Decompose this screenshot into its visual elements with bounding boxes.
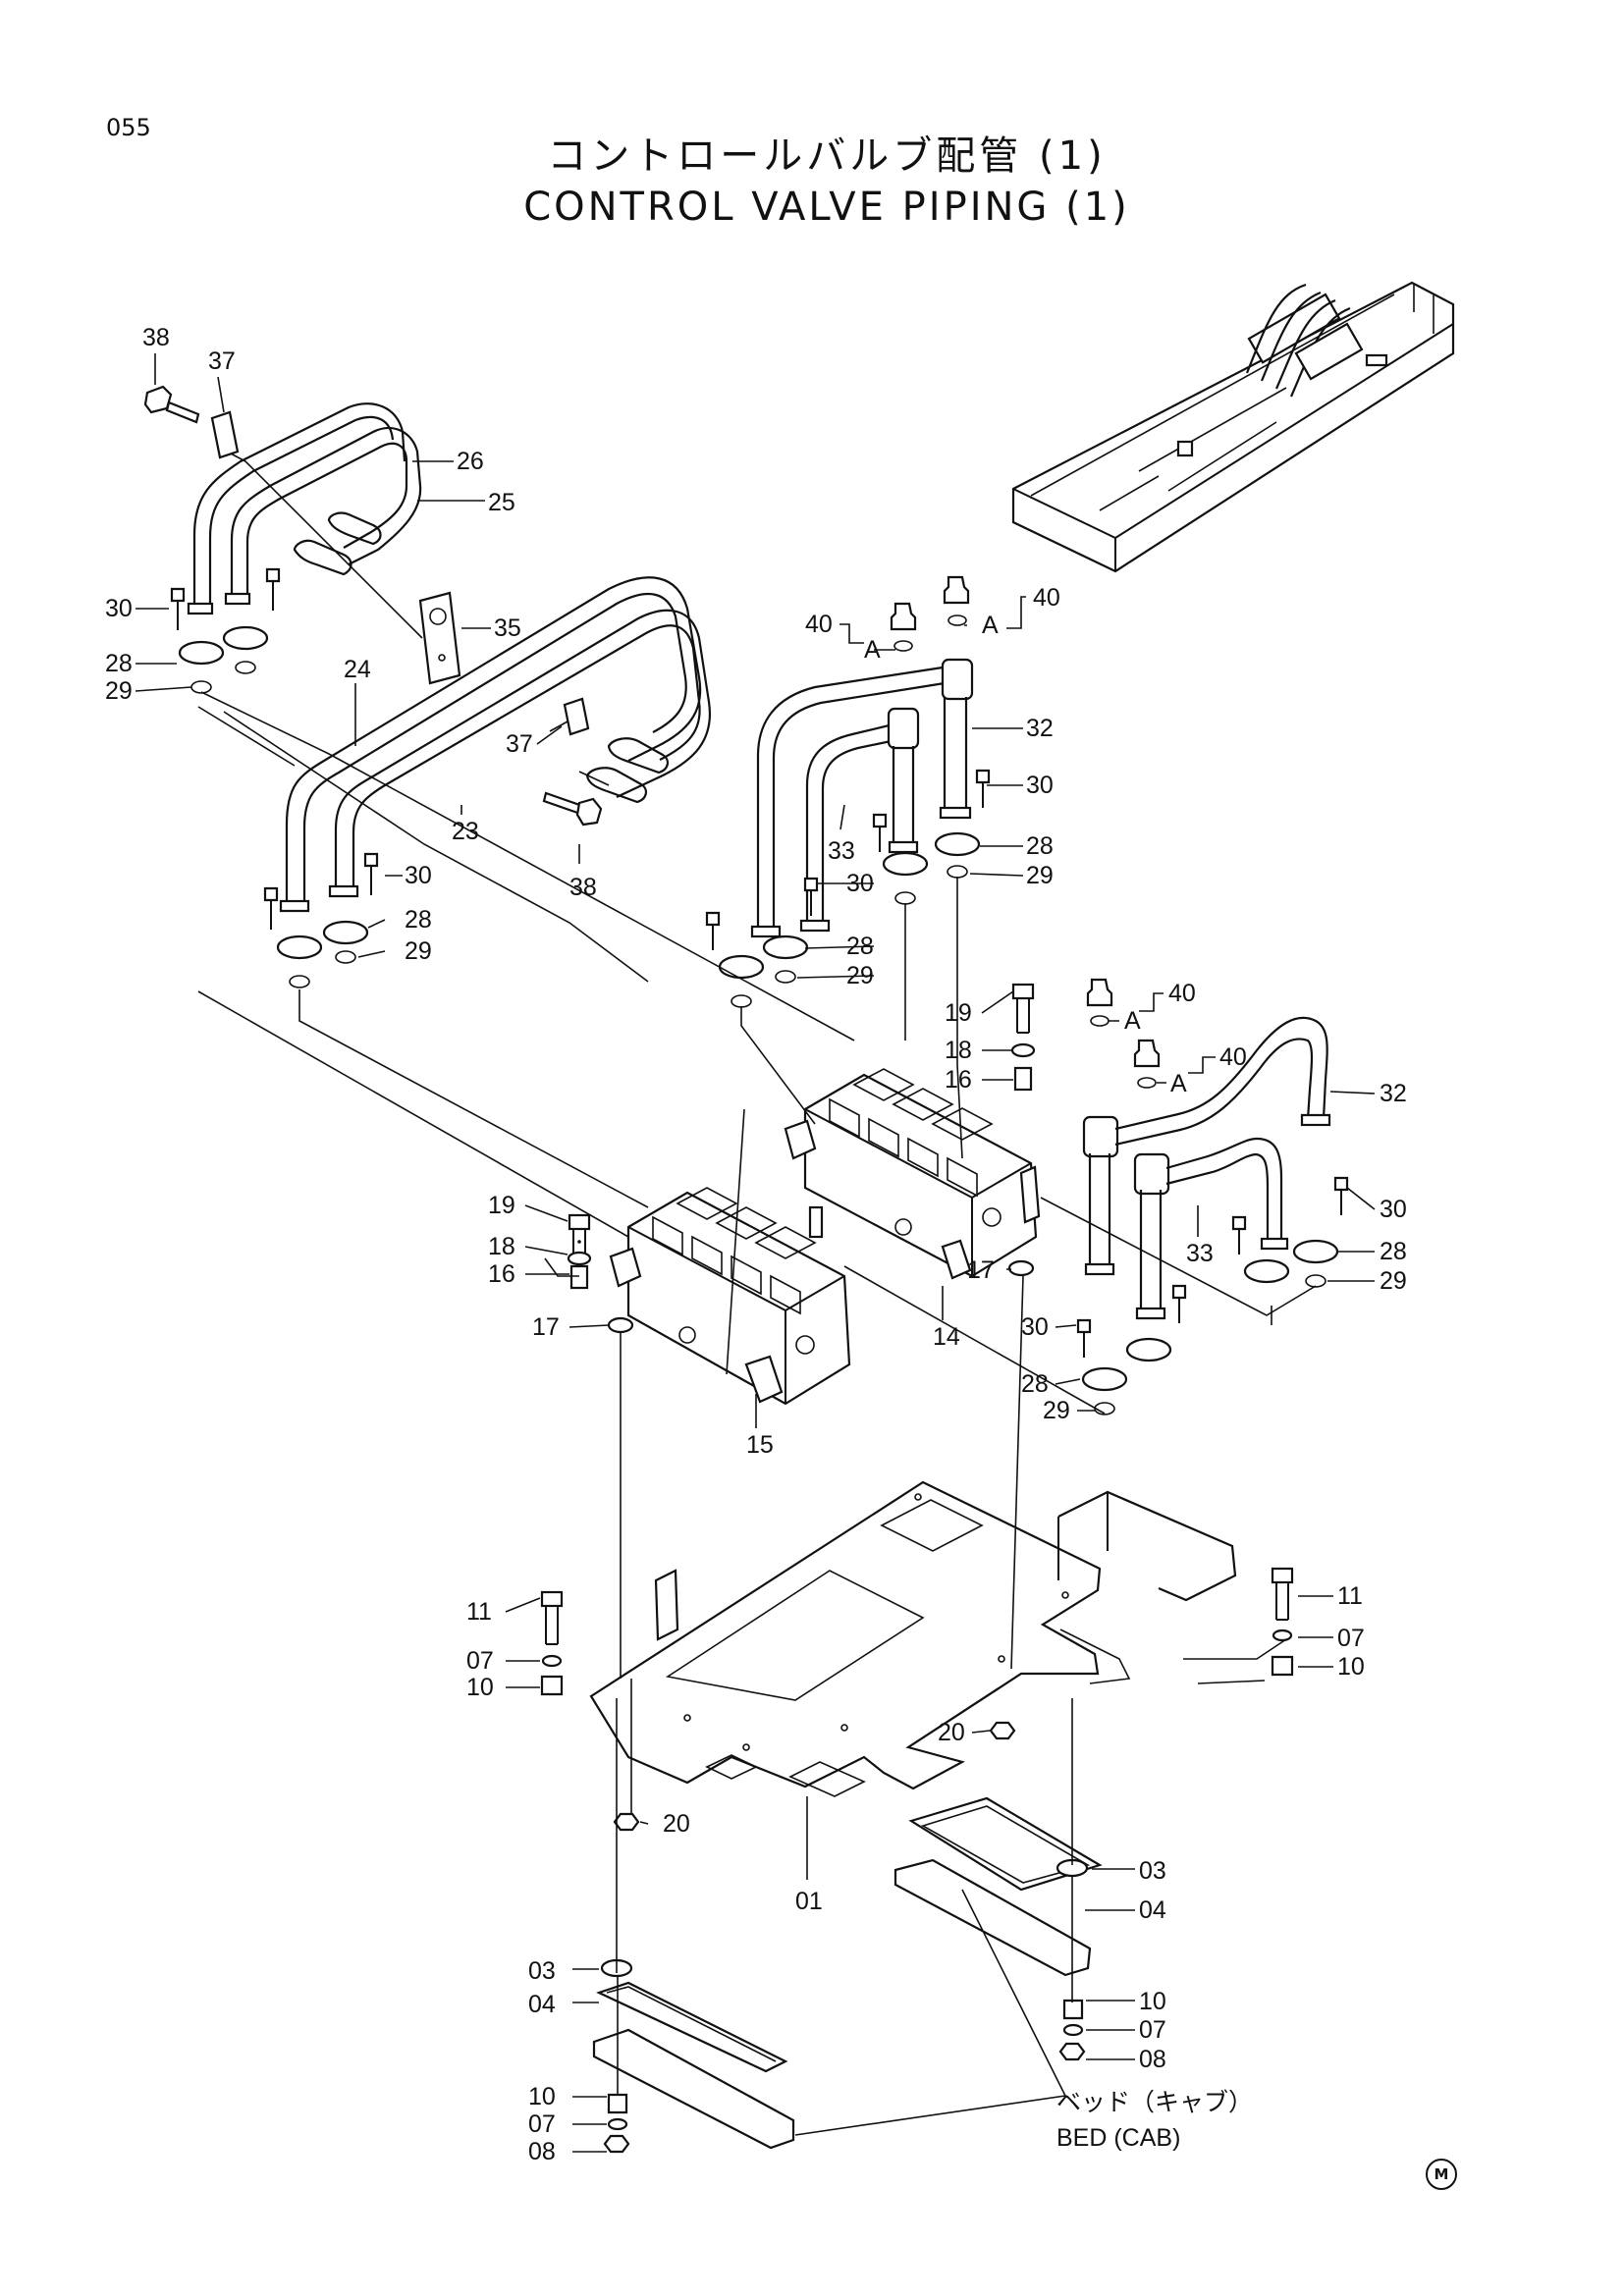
callout-40: 40: [1168, 980, 1196, 1007]
callout-26: 26: [457, 448, 484, 475]
flange-group-lower-right: [1076, 1284, 1187, 1415]
bed-label-english: BED (CAB): [1056, 2124, 1180, 2152]
callout-40: 40: [1219, 1043, 1247, 1071]
callout-30: 30: [405, 862, 432, 889]
callout-10: 10: [1337, 1653, 1365, 1681]
callout-A: A: [982, 612, 999, 639]
callout-30: 30: [1380, 1196, 1407, 1223]
clip-37-upper: [210, 410, 240, 459]
callout-28: 28: [1021, 1370, 1049, 1398]
fittings-40-upper: [890, 575, 970, 652]
control-valve-14: [784, 1068, 1041, 1280]
callout-07: 07: [1337, 1625, 1365, 1652]
assembly-lines: [197, 453, 1317, 2136]
bolt-38-lower: [542, 791, 603, 827]
callout-33: 33: [828, 837, 855, 865]
callout-32: 32: [1380, 1080, 1407, 1107]
callout-33: 33: [1186, 1240, 1214, 1267]
callout-labels: 38 37 26 25 30 28 29 35 24 37 23 38 30 2…: [105, 324, 1407, 2165]
callout-38: 38: [569, 874, 597, 901]
callout-24: 24: [344, 656, 371, 683]
callout-14: 14: [933, 1323, 960, 1351]
callout-40: 40: [1033, 584, 1060, 612]
flange-group-mid-left: [263, 852, 379, 988]
title-english: CONTROL VALVE PIPING (1): [523, 185, 1130, 230]
plate-35: [418, 591, 461, 685]
flange-group-upper-left: [170, 567, 281, 694]
callout-37: 37: [506, 730, 533, 758]
corner-mark: M: [1426, 2159, 1457, 2190]
callout-03: 03: [1139, 1857, 1166, 1885]
callout-11: 11: [1337, 1582, 1363, 1610]
callout-30: 30: [1026, 772, 1054, 799]
callout-35: 35: [494, 614, 521, 642]
callout-20: 20: [938, 1719, 965, 1746]
callout-10: 10: [528, 2083, 556, 2110]
callout-15: 15: [746, 1431, 774, 1459]
callout-38: 38: [142, 324, 170, 351]
pipe-group-upper-left: [187, 402, 422, 615]
callout-28: 28: [405, 906, 432, 934]
callout-28: 28: [1380, 1238, 1407, 1265]
callout-28: 28: [1026, 832, 1054, 860]
callout-37: 37: [208, 347, 236, 375]
callout-29: 29: [1043, 1397, 1070, 1424]
callout-04: 04: [528, 1991, 556, 2018]
callout-07: 07: [1139, 2016, 1166, 2044]
flange-group-upper-right: [872, 769, 991, 905]
bed-mount-right: [893, 1796, 1103, 1977]
callout-08: 08: [528, 2138, 556, 2165]
pipe-group-upper-right: [750, 658, 974, 938]
callout-28: 28: [105, 650, 133, 677]
pipe-group-main: [279, 576, 712, 913]
callout-29: 29: [105, 677, 133, 705]
callout-19: 19: [488, 1192, 515, 1219]
callout-32: 32: [1026, 715, 1054, 742]
callout-A: A: [1124, 1007, 1141, 1035]
callout-20: 20: [663, 1810, 690, 1838]
callout-25: 25: [488, 489, 515, 516]
callout-30: 30: [105, 595, 133, 622]
callout-18: 18: [945, 1037, 972, 1064]
frame-inset: [1011, 281, 1455, 573]
callout-A: A: [864, 636, 881, 664]
title-japanese: コントロールバルブ配管 (1): [547, 133, 1107, 179]
bed-label-japanese: ベッド（キャブ）: [1056, 2089, 1253, 2116]
base-plate-01: [589, 1480, 1237, 1797]
callout-29: 29: [1026, 862, 1054, 889]
callout-29: 29: [1380, 1267, 1407, 1295]
callout-40: 40: [805, 611, 833, 638]
callout-17: 17: [967, 1256, 995, 1284]
callout-01: 01: [795, 1888, 823, 1915]
callout-30: 30: [1021, 1313, 1049, 1341]
callout-03: 03: [528, 1957, 556, 1985]
callout-07: 07: [466, 1647, 494, 1675]
callout-04: 04: [1139, 1896, 1166, 1924]
bed-mount-left: [592, 1981, 795, 2150]
callout-07: 07: [528, 2110, 556, 2138]
bolt-38-upper: [143, 385, 200, 424]
callout-A: A: [1170, 1070, 1187, 1097]
callout-23: 23: [452, 818, 479, 845]
callout-08: 08: [1139, 2046, 1166, 2073]
callout-16: 16: [945, 1066, 972, 1094]
callout-29: 29: [405, 937, 432, 965]
leader-lines: [135, 353, 1376, 2153]
callout-10: 10: [466, 1674, 494, 1701]
callout-16: 16: [488, 1260, 515, 1288]
callout-17: 17: [532, 1313, 560, 1341]
callout-10: 10: [1139, 1988, 1166, 2015]
fittings-40-lower: [1086, 978, 1161, 1089]
control-valve-15: [609, 1187, 851, 1406]
callout-18: 18: [488, 1233, 515, 1260]
callout-11: 11: [466, 1598, 492, 1626]
flange-group-mid: [705, 877, 819, 1008]
pipe-group-lower-right: [1082, 1016, 1331, 1320]
valve-mount-bolts: [567, 983, 1036, 1334]
page-number: 055: [106, 114, 151, 141]
clip-37-lower: [563, 697, 590, 736]
flange-group-right: [1231, 1176, 1349, 1288]
callout-19: 19: [945, 999, 972, 1027]
